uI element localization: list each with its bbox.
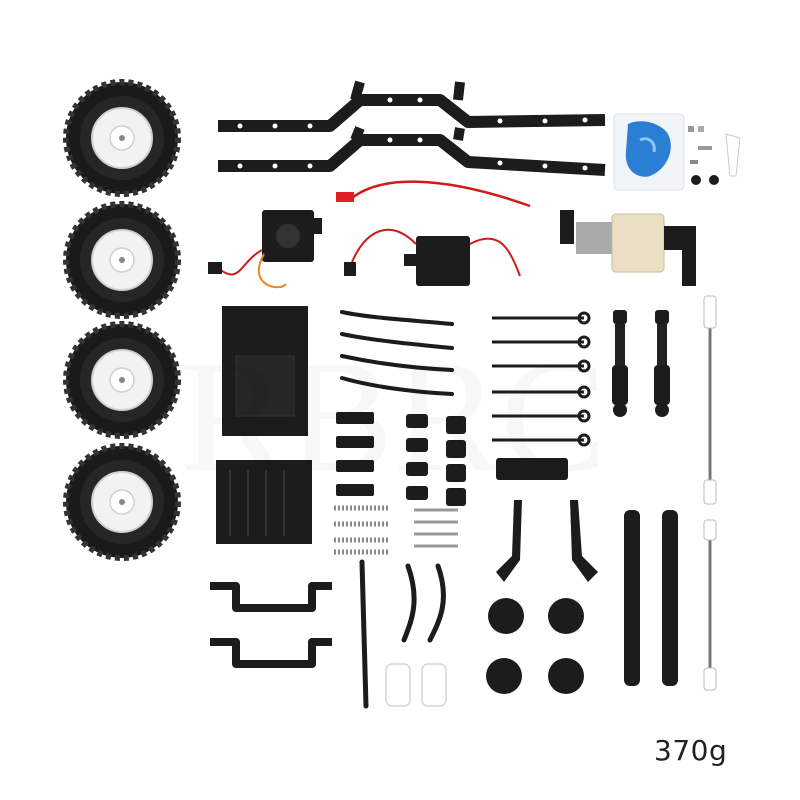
body-mount [336,412,568,506]
hardware-bag [613,113,741,191]
link-rod [492,311,591,447]
body-mount [216,306,312,544]
wire-lead [336,180,531,208]
suspension-link [340,310,454,396]
servo [208,210,322,289]
spring [334,505,390,555]
weight-label: 370g [654,734,728,767]
wheel [66,82,178,558]
watermark: RBRC [180,327,607,505]
shock [612,310,670,417]
suspension-link [359,559,446,709]
knuckle [486,500,598,694]
driveshaft [624,295,717,691]
receiver-board [344,228,521,286]
motor-gearbox [560,210,696,286]
axle-housing [385,663,447,707]
body-mount [210,582,332,668]
